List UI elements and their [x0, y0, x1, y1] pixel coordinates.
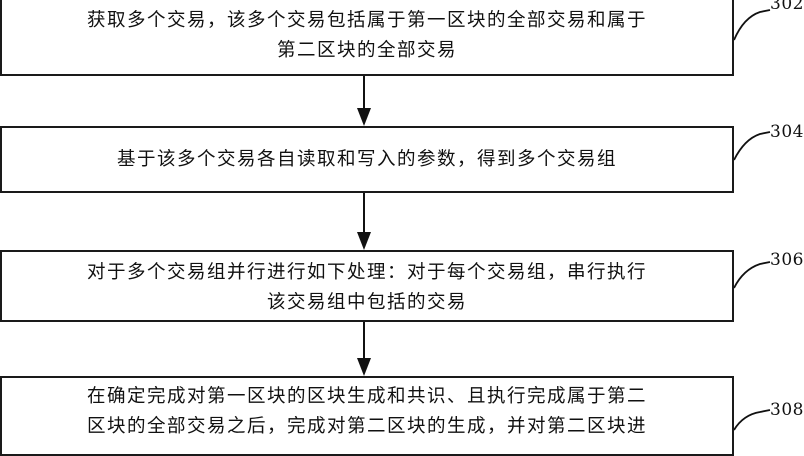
step-306-line-1: 对于多个交易组并行进行如下处理：对于每个交易组，串行执行	[86, 262, 647, 283]
step-label-308: 308	[770, 400, 804, 420]
step-308-line-1: 在确定完成对第一区块的区块生成和共识、且执行完成属于第二	[86, 386, 647, 407]
arrowhead-302-304	[357, 108, 371, 126]
step-label-302: 302	[770, 0, 804, 14]
step-label-304: 304	[770, 122, 804, 142]
leader-308	[733, 409, 771, 431]
step-302-line-2: 第二区块的全部交易	[276, 40, 457, 61]
step-box-306: 对于多个交易组并行进行如下处理：对于每个交易组，串行执行 该交易组中包括的交易	[0, 250, 734, 322]
leader-302	[733, 9, 771, 41]
step-308-line-2: 区块的全部交易之后，完成对第二区块的生成，并对第二区块进	[86, 416, 647, 437]
step-306-line-2: 该交易组中包括的交易	[266, 292, 467, 313]
step-302-line-1: 获取多个交易，该多个交易包括属于第一区块的全部交易和属于	[86, 10, 647, 31]
leader-306	[733, 261, 771, 289]
step-box-308: 在确定完成对第一区块的区块生成和共识、且执行完成属于第二 区块的全部交易之后，完…	[0, 376, 734, 456]
arrowhead-304-306	[357, 232, 371, 250]
step-label-306: 306	[770, 250, 804, 270]
leader-304	[733, 131, 771, 161]
step-304-line-1: 基于该多个交易各自读取和写入的参数，得到多个交易组	[116, 149, 617, 170]
step-box-304: 基于该多个交易各自读取和写入的参数，得到多个交易组	[0, 126, 734, 193]
arrowhead-306-308	[357, 358, 371, 376]
step-box-302: 获取多个交易，该多个交易包括属于第一区块的全部交易和属于 第二区块的全部交易	[0, 0, 734, 76]
flow-connectors	[357, 9, 771, 431]
